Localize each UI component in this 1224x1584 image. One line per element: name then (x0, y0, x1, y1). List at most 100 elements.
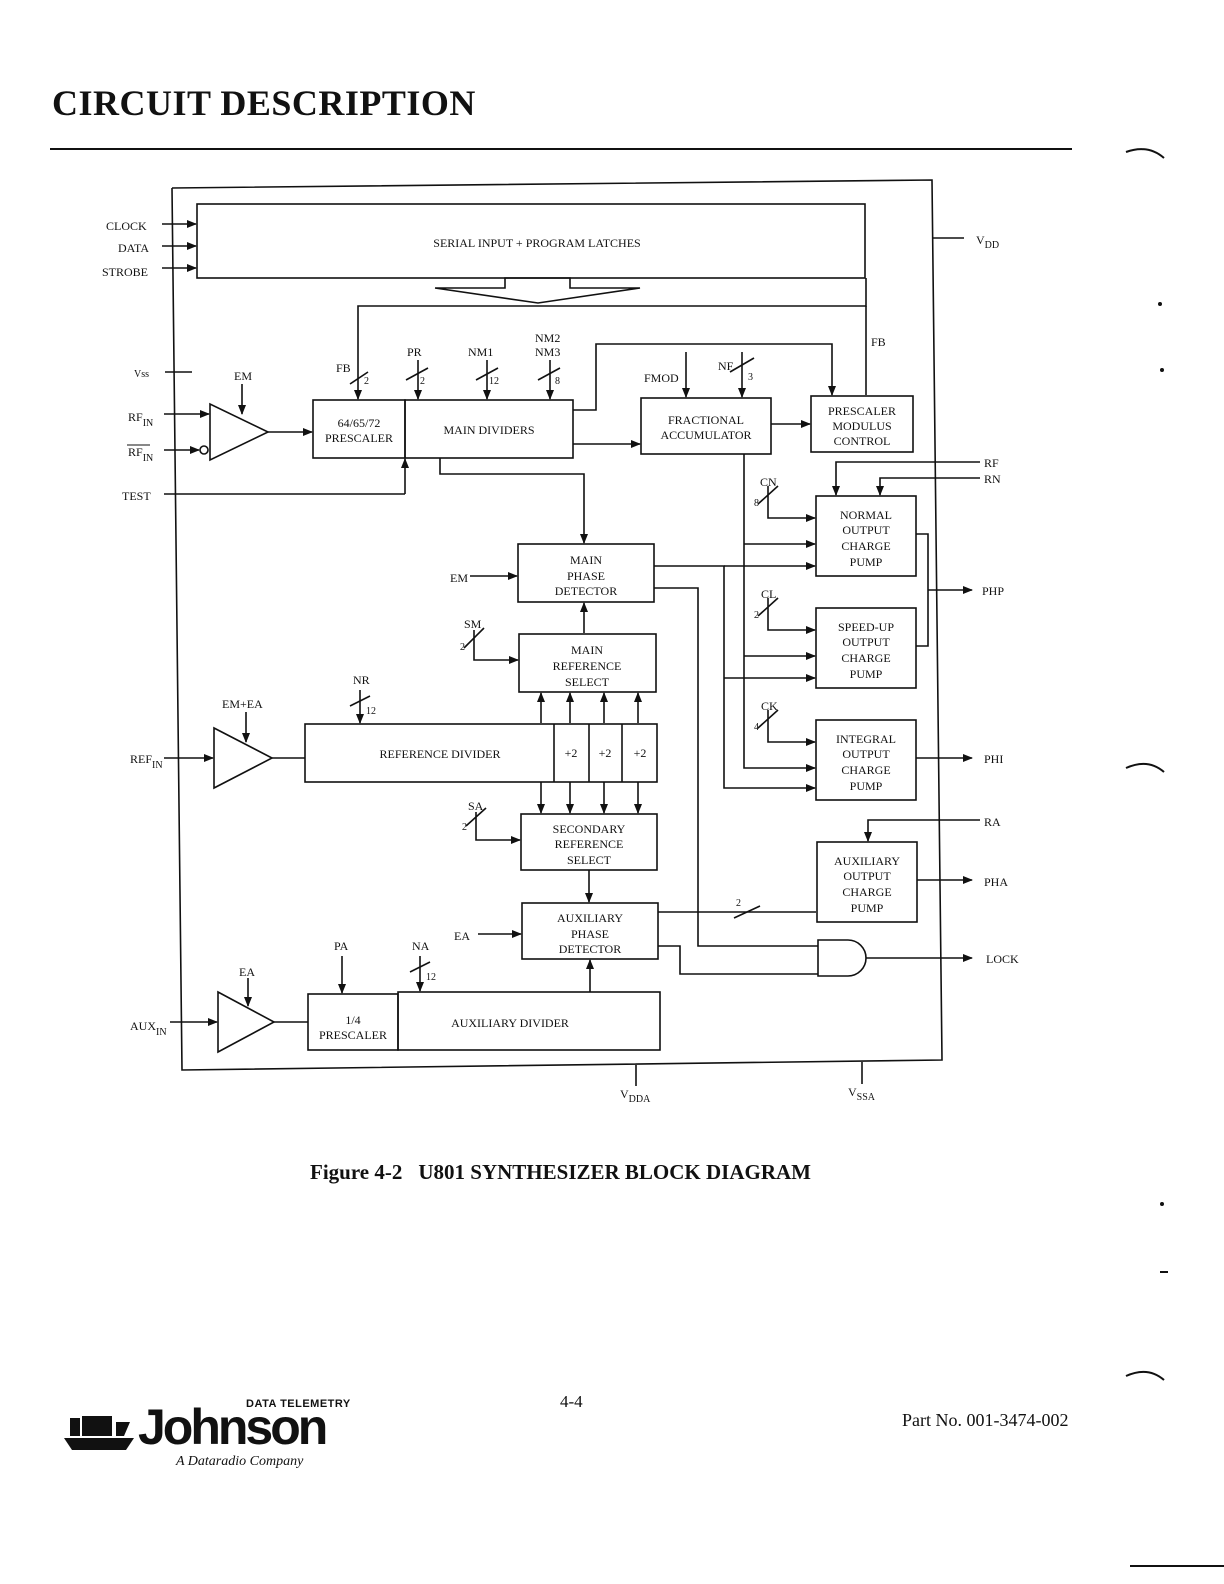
vdd-sub: DD (985, 240, 999, 251)
page-title: CIRCUIT DESCRIPTION (52, 83, 476, 123)
main-pd-label-2: PHASE (567, 569, 605, 583)
main-dividers-block (404, 399, 574, 459)
main-dividers-label: MAIN DIVIDERS (444, 423, 535, 437)
vdda-pin-label: VDDA (620, 1087, 651, 1105)
main-ref-label-1: MAIN (571, 643, 603, 657)
main-ref-label-2: REFERENCE (553, 659, 622, 673)
nr-signal-label: NR (353, 673, 370, 687)
vssa-sub: SSA (857, 1092, 876, 1103)
speedup-cp-label-1: SPEED-UP (838, 620, 894, 634)
nm2-signal-label: NM2 (535, 331, 560, 345)
integral-cp-label-3: CHARGE (841, 763, 890, 777)
normal-output-charge-pump-block (815, 495, 917, 577)
vdd-pin-label: VDD (976, 233, 999, 251)
cl-bus-width: 2 (754, 610, 759, 621)
rf-inverting-bubble (199, 445, 209, 455)
aux-in-sub: IN (156, 1027, 167, 1038)
aux-cp-label-1: AUXILIARY (834, 854, 900, 868)
aux-pd-label-2: PHASE (571, 927, 609, 941)
lock-and-gate (817, 939, 867, 977)
ref-in-pin-label: REFIN (130, 752, 163, 771)
phi-output-label: PHI (984, 752, 1003, 766)
normal-cp-label-3: CHARGE (841, 539, 890, 553)
rf-in-bar-main: RF (128, 445, 143, 459)
integral-cp-label-4: PUMP (850, 779, 883, 793)
ref-in-sub: IN (152, 760, 163, 771)
nf-bus-width: 3 (748, 372, 753, 383)
fb-signal-label: FB (336, 361, 351, 375)
aux-pd-label-1: AUXILIARY (557, 911, 623, 925)
aux-cp-label-3: CHARGE (842, 885, 891, 899)
div2-label-2: +2 (599, 746, 612, 760)
pha-output-label: PHA (984, 875, 1008, 889)
modulus-label-1: PRESCALER (828, 404, 896, 418)
lock-output-label: LOCK (986, 952, 1019, 966)
data-pin-label: DATA (118, 241, 149, 255)
serial-block-label: SERIAL INPUT + PROGRAM LATCHES (433, 236, 640, 250)
pr-signal-label: PR (407, 345, 422, 359)
sa-signal-label: SA (468, 799, 484, 813)
rf-in-pin-label: RFIN (128, 410, 153, 429)
em-signal-label: EM (234, 369, 252, 383)
sec-ref-label-2: REFERENCE (555, 837, 624, 851)
rn-signal-label: RN (984, 472, 1001, 486)
fmod-signal-label: FMOD (644, 371, 679, 385)
ref-amplifier (213, 726, 274, 790)
header-rule (50, 148, 1072, 150)
nm1-bus-width: 12 (489, 376, 499, 387)
main-pd-label-1: MAIN (570, 553, 602, 567)
pa-signal-label: PA (334, 939, 349, 953)
normal-cp-label-2: OUTPUT (842, 523, 890, 537)
em-ea-signal-label: EM+EA (222, 697, 263, 711)
aux-prescaler-label-1: 1/4 (345, 1013, 360, 1027)
em-pd-signal-label: EM (450, 571, 468, 585)
nr-bus-width: 12 (366, 706, 376, 717)
aux-in-pin-label: AUXIN (130, 1019, 167, 1038)
integral-cp-label-2: OUTPUT (842, 747, 890, 761)
rf-in-sub: IN (143, 418, 154, 429)
main-pd-label-3: DETECTOR (555, 584, 617, 598)
vssa-pin-label: VSSA (848, 1085, 876, 1103)
cn-bus-width: 8 (754, 498, 759, 509)
main-reference-select-block (518, 633, 657, 693)
page-number: 4-4 (560, 1392, 583, 1411)
sec-ref-label-3: SELECT (567, 853, 612, 867)
prescaler-modulus-control-block (810, 395, 914, 453)
strobe-pin-label: STROBE (102, 265, 148, 279)
figure-number: Figure 4-2 (310, 1160, 403, 1184)
ref-divider-label: REFERENCE DIVIDER (380, 747, 501, 761)
rf-in-bar-sub: IN (143, 453, 154, 464)
cn-signal-label: CN (760, 475, 777, 489)
aux-amplifier (217, 990, 276, 1054)
normal-cp-label-1: NORMAL (840, 508, 892, 522)
nm3-signal-label: NM3 (535, 345, 560, 359)
speedup-output-charge-pump-block (815, 607, 917, 689)
normal-cp-label-4: PUMP (850, 555, 883, 569)
ref-in-main: REF (130, 752, 152, 766)
fb-right-label: FB (871, 335, 886, 349)
modulus-label-2: MODULUS (832, 419, 891, 433)
prescaler-label-1: 64/65/72 (338, 416, 381, 430)
div2-label-1: +2 (565, 746, 578, 760)
pr-bus-width: 2 (420, 376, 425, 387)
nm1-signal-label: NM1 (468, 345, 493, 359)
ea-amp-signal-label: EA (239, 965, 255, 979)
vdd-main: V (976, 233, 985, 247)
latch-bus-arrow (434, 277, 641, 304)
fractional-label-2: ACCUMULATOR (660, 428, 751, 442)
fractional-label-1: FRACTIONAL (668, 413, 744, 427)
vdda-sub: DDA (629, 1094, 651, 1105)
speedup-cp-label-3: CHARGE (841, 651, 890, 665)
sa-bus-width: 2 (462, 822, 467, 833)
aux-bus-width: 2 (736, 898, 741, 909)
logo-wordmark: Johnson (138, 1399, 328, 1455)
aux-cp-label-4: PUMP (851, 901, 884, 915)
speedup-cp-label-2: OUTPUT (842, 635, 890, 649)
chip-outline (171, 179, 943, 1071)
php-output-label: PHP (982, 584, 1004, 598)
johnson-logo: DATA TELEMETRY Johnson A Dataradio Compa… (60, 1396, 370, 1474)
auxiliary-divider-block (397, 991, 661, 1051)
aux-pd-label-3: DETECTOR (559, 942, 621, 956)
